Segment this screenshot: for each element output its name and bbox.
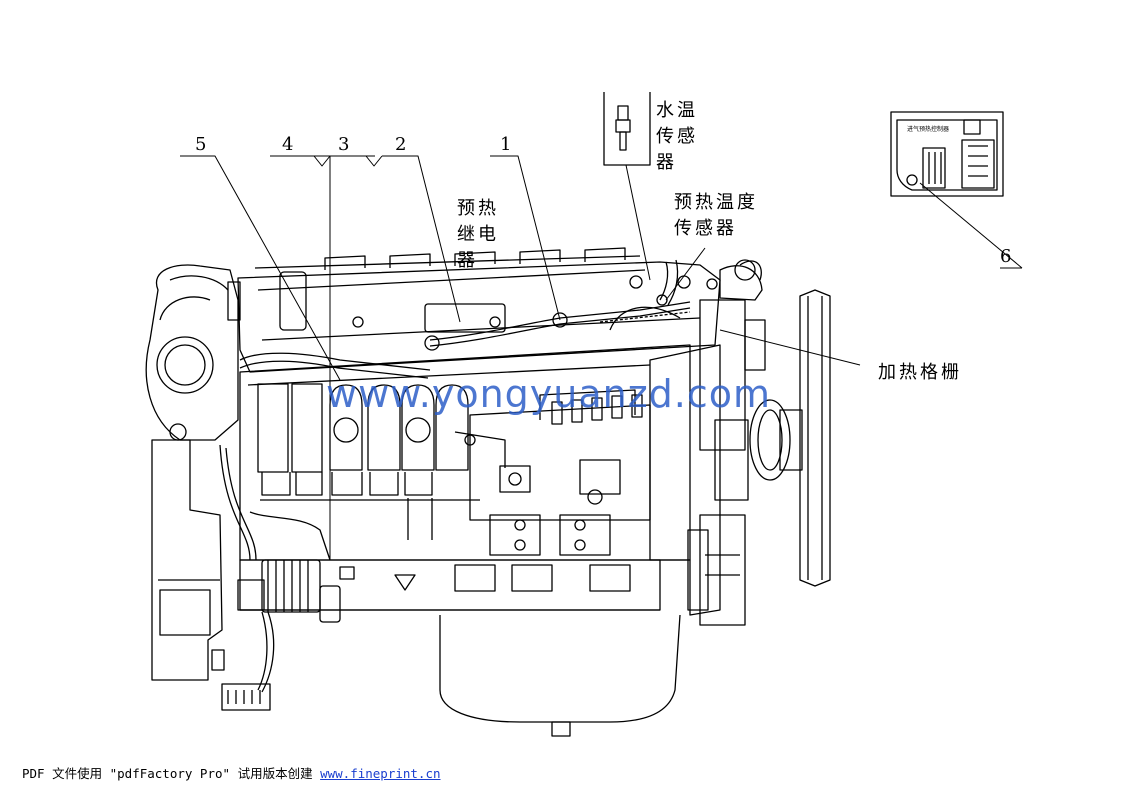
label-preheat-temp-sensor: 预热温度传感器 bbox=[674, 192, 758, 239]
footer: PDF 文件使用 "pdfFactory Pro" 试用版本创建 www.fin… bbox=[22, 763, 441, 782]
cam-bumps bbox=[324, 247, 626, 270]
footer-link[interactable]: www.fineprint.cn bbox=[320, 766, 441, 781]
water-temp-sensor-inset bbox=[603, 92, 651, 166]
footer-prefix: PDF 文件使用 "pdfFactory Pro" 试用版本创建 bbox=[22, 766, 321, 781]
label-preheat-relay: 预热继电器 bbox=[457, 198, 499, 271]
callout-3: 3 bbox=[338, 134, 350, 155]
controller-label: 进气预热控制器 bbox=[907, 126, 950, 133]
label-heater-grid: 加热格栅 bbox=[878, 362, 962, 383]
preheat-controller bbox=[890, 111, 1004, 197]
callout-1: 1 bbox=[500, 134, 512, 155]
watermark: www.yongyuanzd.com bbox=[326, 372, 772, 416]
turbocharger bbox=[145, 264, 241, 441]
callout-2: 2 bbox=[395, 134, 407, 155]
oil-pan bbox=[439, 614, 681, 737]
callout-5: 5 bbox=[195, 134, 207, 155]
front-end bbox=[649, 259, 831, 626]
leader-lines bbox=[180, 155, 1023, 560]
callout-4: 4 bbox=[282, 134, 294, 155]
label-water-temp-sensor: 水温传感器 bbox=[656, 100, 698, 173]
flywheel-housing bbox=[151, 439, 225, 681]
callout-6: 6 bbox=[1000, 246, 1012, 267]
starter-and-harness bbox=[219, 259, 762, 711]
